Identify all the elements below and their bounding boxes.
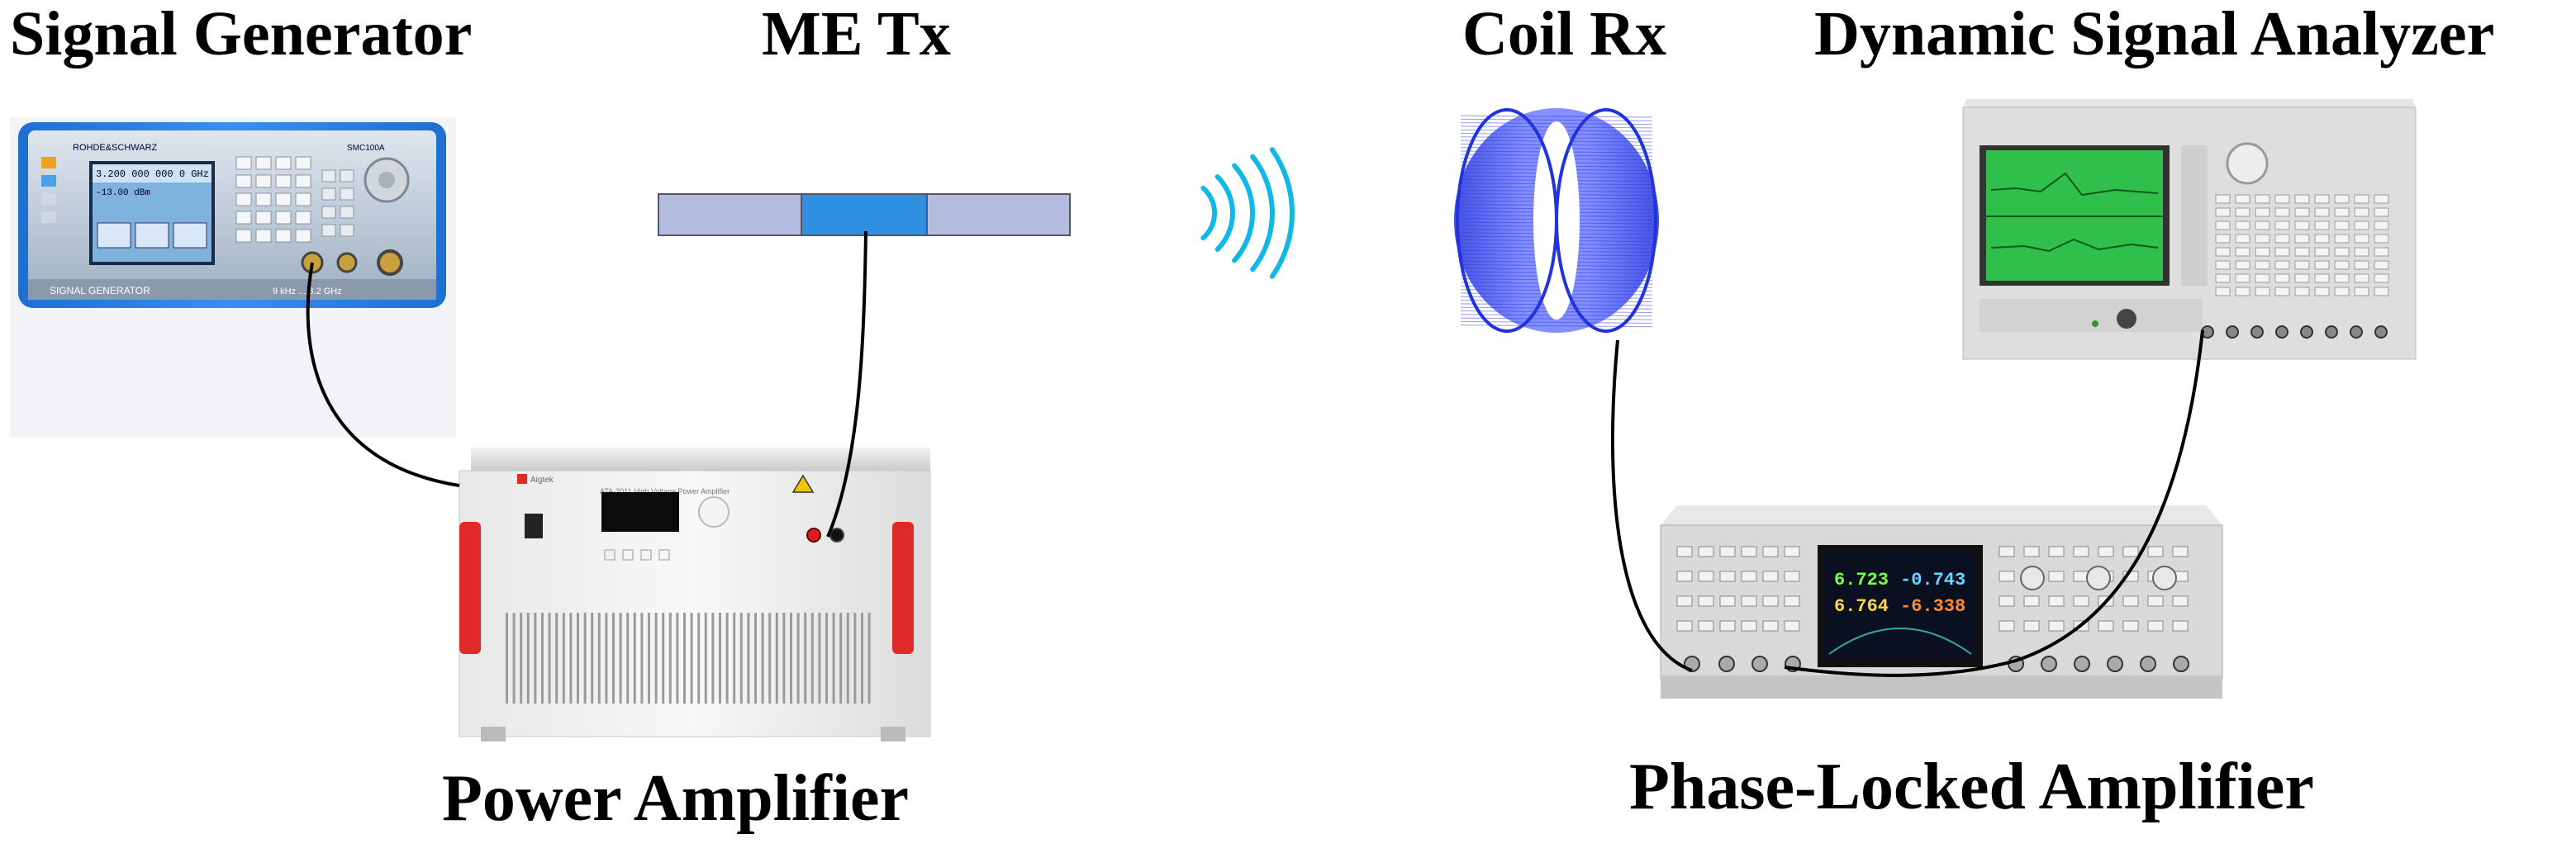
signal-generator-label: Signal Generator	[10, 0, 473, 69]
sg-brand: ROHDE&SCHWARZ	[73, 143, 158, 153]
pa-display	[601, 492, 679, 532]
phase-locked-amplifier-label: Phase-Locked Amplifier	[1629, 751, 2314, 823]
pa-brand: Aigtek	[530, 476, 554, 485]
sg-keypad	[235, 156, 354, 243]
cable-coil-to-lockin	[1610, 339, 1693, 672]
me-transmitter	[658, 193, 1071, 236]
me-tx-left-segment	[658, 193, 802, 236]
lock-in-reading-4: -6.338	[1900, 596, 1965, 617]
pa-gain-knob	[698, 496, 730, 528]
wireless-wave-icon	[1200, 147, 1295, 279]
sg-footer-name: SIGNAL GENERATOR	[50, 285, 150, 296]
me-tx-label: ME Tx	[762, 0, 951, 69]
cable-metx-to-pa	[826, 230, 867, 538]
power-amplifier-device: Aigtek ATA-2011 High Voltage Power Ampli…	[459, 448, 931, 742]
pa-output-jack-red	[806, 528, 821, 543]
lock-in-reading-1: 6.723	[1834, 570, 1889, 590]
lock-in-reading-2: -0.743	[1900, 570, 1965, 590]
me-tx-right-segment	[926, 193, 1071, 236]
lock-in-controls	[1676, 546, 2189, 672]
coil-rx-label: Coil Rx	[1462, 0, 1666, 69]
dynamic-signal-analyzer-label: Dynamic Signal Analyzer	[1814, 0, 2495, 69]
pa-output-jack-black	[829, 528, 844, 543]
sg-frequency-readout: 3.200 000 000 0 GHz	[96, 168, 209, 180]
pa-power-switch	[525, 514, 543, 538]
sg-level-readout: -13.00 dBm	[96, 188, 150, 198]
dsa-keypad	[2215, 194, 2389, 296]
dsa-knob	[2226, 142, 2269, 185]
cable-sg-to-pa	[306, 262, 460, 487]
warning-icon	[791, 474, 815, 493]
cable-lockin-to-dsa	[1784, 329, 2204, 677]
dynamic-signal-analyzer-device	[1962, 99, 2417, 360]
pa-right-handle	[892, 522, 914, 654]
sg-model: SMC100A	[347, 144, 385, 153]
coil-receiver	[1454, 108, 1659, 333]
pa-model-text: ATA-2011 High Voltage Power Amplifier	[600, 487, 730, 495]
lock-in-reading-3: 6.764	[1834, 596, 1889, 617]
cables	[306, 230, 2204, 677]
lock-in-amplifier-device: 6.723 -0.743 6.764 -6.338	[1660, 505, 2223, 699]
me-tx-center-segment	[801, 193, 928, 236]
pa-vent-grille	[506, 613, 871, 704]
power-amplifier-label: Power Amplifier	[442, 762, 910, 835]
pa-left-handle	[459, 522, 481, 654]
signal-generator-device: 3.200 000 000 0 GHz -13.00 dBm ROHDE&SCH…	[10, 117, 456, 438]
